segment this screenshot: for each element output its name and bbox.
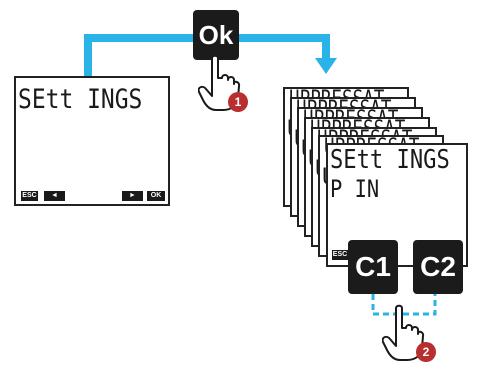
lcd-pin-line2: P IN (330, 175, 380, 203)
softkey-esc[interactable]: ESC (332, 250, 348, 260)
softkey-left[interactable]: ◄ (44, 191, 65, 201)
flow-line-up (84, 34, 92, 80)
flow-line-right (236, 34, 330, 42)
ok-key-label: Ok (198, 20, 234, 50)
step-badge-2: 2 (416, 342, 436, 362)
hand-pointer-icon (382, 304, 425, 361)
lcd-pin-line1: SEtt INGS (330, 145, 450, 175)
step-badge-1: 1 (228, 92, 248, 112)
c1-key-label: C1 (355, 251, 391, 282)
flow-line-down (322, 34, 330, 62)
lcd-screen-settings: SEtt INGS ESC ◄ ► OK (14, 76, 170, 206)
c2-key[interactable]: C2 (413, 240, 463, 294)
flow-arrowhead (315, 58, 337, 74)
softkey-ok[interactable]: OK (147, 191, 165, 201)
c1-key[interactable]: C1 (348, 240, 398, 294)
lcd-settings-text: SEtt INGS (18, 84, 143, 115)
flow-line-left (84, 34, 196, 42)
dashed-bracket (371, 294, 437, 316)
c2-key-label: C2 (420, 251, 456, 282)
softkey-right[interactable]: ► (122, 191, 143, 201)
softkey-esc[interactable]: ESC (21, 191, 38, 201)
ok-key[interactable]: Ok (193, 10, 239, 60)
